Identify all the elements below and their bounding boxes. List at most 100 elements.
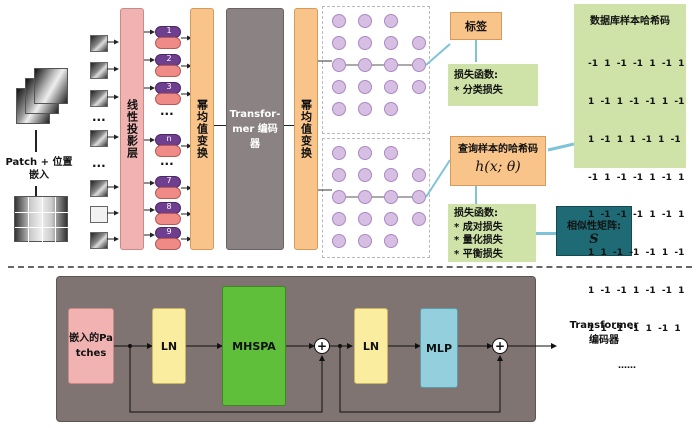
patch-thumbnail bbox=[90, 180, 108, 197]
database-title: 数据库样本哈希码 bbox=[590, 16, 670, 27]
mhspa-block: MHSPA bbox=[222, 286, 286, 406]
mlp-block: MLP bbox=[420, 308, 458, 388]
similarity-symbol: S bbox=[589, 232, 599, 247]
layer-norm-1: LN bbox=[152, 308, 186, 384]
neuron bbox=[332, 36, 346, 50]
embedded-patches-block: 嵌入的Patches bbox=[68, 308, 114, 384]
patch-thumbnail bbox=[90, 90, 108, 107]
loss-title: 损失函数: bbox=[454, 70, 498, 81]
hashing-loss-box: 损失函数: * 成对损失 * 量化损失 * 平衡损失 bbox=[448, 204, 536, 262]
classification-loss-box: 损失函数: * 分类损失 bbox=[448, 64, 538, 106]
neuron bbox=[384, 190, 398, 204]
neuron bbox=[412, 168, 426, 182]
plus-icon: + bbox=[494, 338, 506, 353]
hash-row: …… bbox=[618, 361, 636, 372]
loss-item: * 平衡损失 bbox=[454, 248, 503, 260]
neuron bbox=[412, 80, 426, 94]
hash-row: 1 -1 1 1 -1 1 -1 bbox=[588, 134, 681, 145]
network-frame bbox=[322, 138, 430, 258]
neuron bbox=[358, 190, 372, 204]
hash-row: 1 -1 -1 -1 1 -1 1 bbox=[588, 210, 685, 221]
encoder-flow-lines bbox=[112, 343, 557, 413]
hash-row: 1 -1 -1 1 -1 -1 1 bbox=[588, 285, 685, 296]
token-pill bbox=[155, 93, 181, 105]
arrow-right-icon bbox=[284, 125, 294, 126]
neuron bbox=[332, 102, 346, 116]
transformer-encoder-output-label: Transformer编码器 bbox=[566, 318, 642, 348]
token-pill bbox=[155, 187, 181, 199]
hash-row: 1 -1 1 -1 -1 1 -1 bbox=[588, 96, 685, 107]
neuron bbox=[358, 36, 372, 50]
patch-arrows bbox=[107, 39, 119, 242]
neuron bbox=[332, 212, 346, 226]
token-number: 9 bbox=[166, 227, 172, 236]
neuron bbox=[384, 168, 398, 182]
hash-row: -1 1 -1 -1 1 -1 1 bbox=[588, 172, 685, 183]
neuron bbox=[358, 168, 372, 182]
arrow-down-icon bbox=[35, 130, 37, 152]
token-pill bbox=[155, 213, 181, 225]
mlp-label: MLP bbox=[425, 341, 453, 355]
token-pill bbox=[155, 37, 181, 49]
neuron bbox=[384, 146, 398, 160]
token-number: 8 bbox=[166, 202, 172, 211]
neuron bbox=[358, 58, 372, 72]
neuron bbox=[332, 234, 346, 248]
database-hash-box: 数据库样本哈希码 -1 1 -1 -1 1 -1 1 1 -1 1 -1 -1 … bbox=[574, 4, 686, 371]
neuron bbox=[412, 190, 426, 204]
hash-row: -1 1 -1 -1 1 -1 1 bbox=[588, 59, 685, 70]
neuron bbox=[384, 80, 398, 94]
neuron bbox=[384, 212, 398, 226]
token-number: n bbox=[166, 134, 172, 143]
token-pill bbox=[155, 238, 181, 250]
projection-arrows bbox=[144, 29, 155, 238]
arrow-up-icon bbox=[35, 186, 37, 196]
hash-row: 1 1 -1 -1 1 -1 1 bbox=[588, 323, 681, 334]
neuron bbox=[358, 14, 372, 28]
patch-input-label: Patch + 位置嵌入 bbox=[5, 157, 73, 181]
transformer-encoder-label: Transfor-mer 编码器 bbox=[229, 108, 281, 150]
power-mean-transform-2: 幂均值变换 bbox=[294, 8, 318, 250]
token-number: 2 bbox=[166, 54, 172, 63]
neuron bbox=[412, 212, 426, 226]
neuron bbox=[384, 36, 398, 50]
chest-xray-grid bbox=[14, 196, 69, 243]
label-box-text: 标签 bbox=[465, 19, 487, 33]
neuron bbox=[332, 58, 346, 72]
power-mean-transform-label: 幂均值变换 bbox=[195, 99, 209, 159]
neuron bbox=[358, 80, 372, 94]
neuron bbox=[384, 234, 398, 248]
arrow-right-icon bbox=[214, 125, 226, 126]
neuron bbox=[358, 102, 372, 116]
section-divider bbox=[8, 266, 692, 268]
neuron bbox=[332, 80, 346, 94]
layer-norm-2: LN bbox=[354, 308, 388, 384]
patch-thumbnail bbox=[90, 232, 108, 249]
similarity-title: 相似性矩阵: bbox=[567, 221, 621, 232]
network-frame bbox=[322, 6, 430, 134]
similarity-matrix-box: 相似性矩阵: S bbox=[556, 206, 632, 256]
token-pill bbox=[155, 145, 181, 157]
transformer-encoder-block: Transfor-mer 编码器 bbox=[226, 8, 284, 250]
neuron bbox=[384, 58, 398, 72]
query-hash-box: 查询样本的哈希码 h(x; θ) bbox=[450, 136, 546, 186]
neuron bbox=[412, 58, 426, 72]
patch-thumbnail bbox=[90, 206, 108, 223]
arrow-down-icon bbox=[475, 186, 477, 204]
neuron bbox=[332, 14, 346, 28]
neuron bbox=[358, 146, 372, 160]
loss-item: * 分类损失 bbox=[454, 85, 503, 96]
label-box: 标签 bbox=[450, 12, 502, 40]
plus-icon: + bbox=[316, 338, 328, 353]
loss-title: 损失函数: bbox=[454, 208, 498, 219]
query-database-arrow bbox=[547, 142, 575, 152]
neuron bbox=[412, 36, 426, 50]
linear-projection-label: 线性投影层 bbox=[125, 99, 139, 159]
query-hash-formula: h(x; θ) bbox=[475, 159, 521, 175]
power-mean-transform-1: 幂均值变换 bbox=[190, 8, 214, 250]
pill-arrows bbox=[181, 35, 192, 242]
patch-thumbnail bbox=[90, 130, 108, 147]
token-pill bbox=[155, 65, 181, 77]
neuron bbox=[384, 102, 398, 116]
loss-item: * 量化损失 bbox=[454, 235, 503, 246]
